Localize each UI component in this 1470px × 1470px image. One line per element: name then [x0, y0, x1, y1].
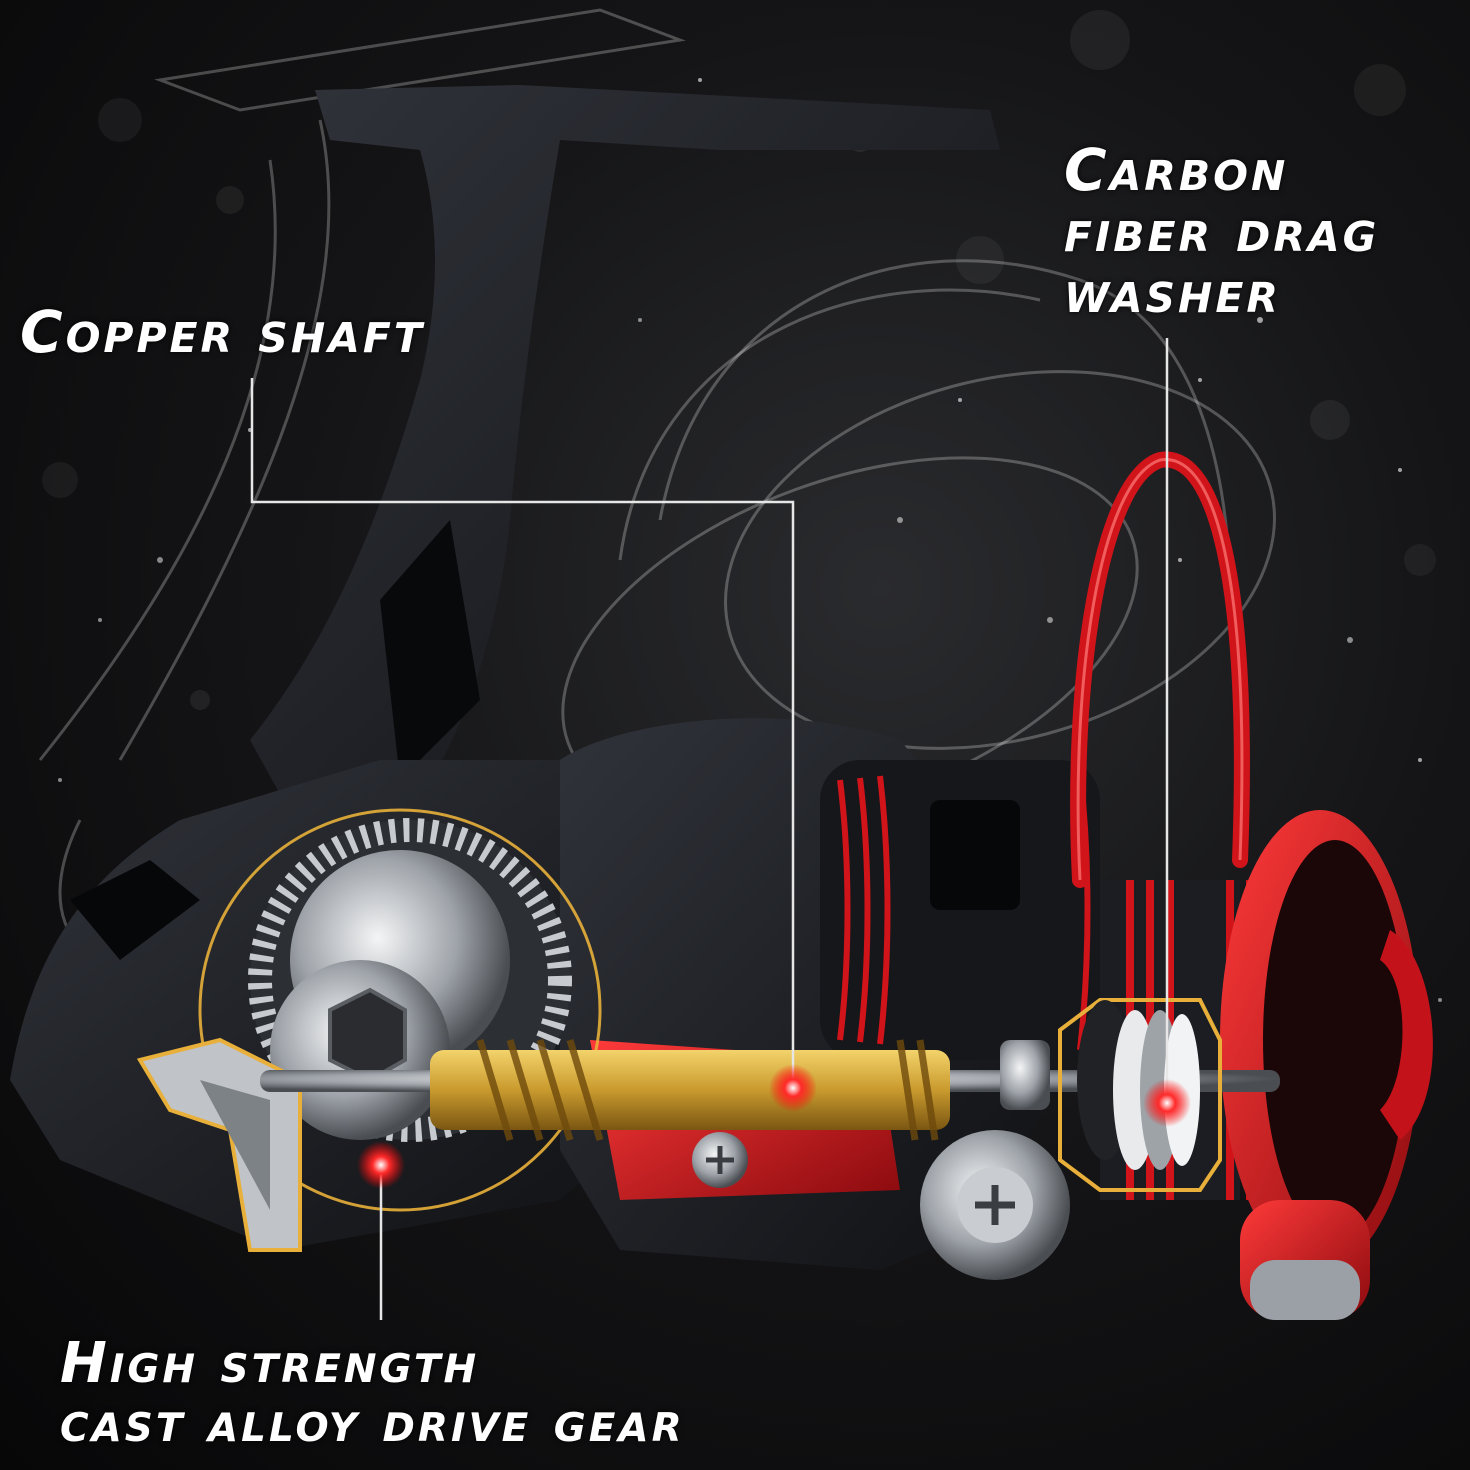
drive-gear-label-line-2: cast alloy drive gear	[60, 1389, 685, 1455]
wireframe-reel-outline	[38, 8, 1276, 982]
copper-shaft-label-line: Copper shaft	[20, 298, 425, 366]
callout-leader-lines	[250, 338, 1169, 1320]
carbon-washer-label-line-1: Carbon	[1064, 136, 1289, 204]
carbon-washer-label-line-3: washer	[1064, 257, 1281, 326]
carbon-washer-label: Carbon fiber drag washer	[1064, 140, 1379, 323]
highlight-markers	[357, 1064, 1191, 1189]
line-roller	[1240, 1200, 1370, 1320]
carbon-washer-label-line-2: fiber drag	[1064, 196, 1380, 265]
screws	[692, 1130, 1070, 1280]
drive-gear-label: High strength cast alloy drive gear	[60, 1331, 685, 1455]
main-shaft	[260, 1038, 1280, 1142]
drive-gear-label-line-1: High strength	[60, 1331, 480, 1396]
copper-shaft-label: Copper shaft	[20, 302, 425, 363]
handle-arm	[136, 1037, 302, 1252]
